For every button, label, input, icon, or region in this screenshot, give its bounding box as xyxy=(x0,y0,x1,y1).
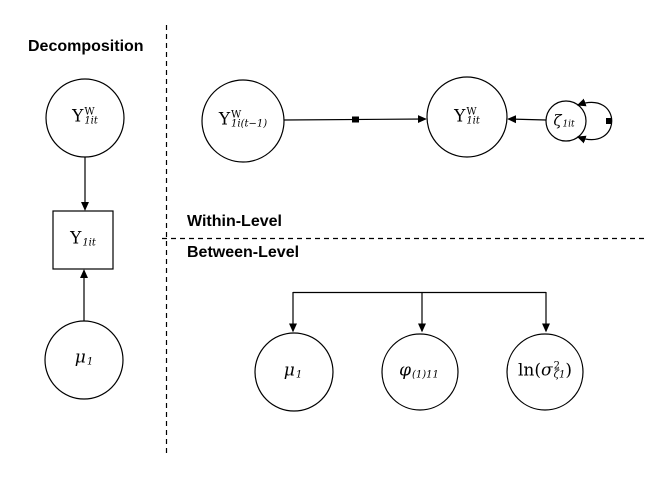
decomposition-heading: Decomposition xyxy=(28,38,144,55)
between-level-heading: Between-Level xyxy=(187,244,300,261)
within-level-heading: Within-Level xyxy=(187,213,282,230)
random-variance-dot xyxy=(606,118,612,124)
node-y-within-circle xyxy=(426,76,508,158)
node-mu-decomposition-circle xyxy=(44,320,124,400)
node-y-lag-circle xyxy=(201,79,285,163)
random-slope-dot xyxy=(352,116,359,123)
phi-between-label: φ(1)11 xyxy=(399,360,439,381)
node-mu-between-circle xyxy=(254,332,334,412)
node-phi-between-circle xyxy=(381,333,459,411)
node-y-observed-square xyxy=(52,210,114,270)
node-ln-sigma-between-circle xyxy=(506,333,584,411)
edge-zeta-to-y-within-arrow xyxy=(507,115,547,124)
